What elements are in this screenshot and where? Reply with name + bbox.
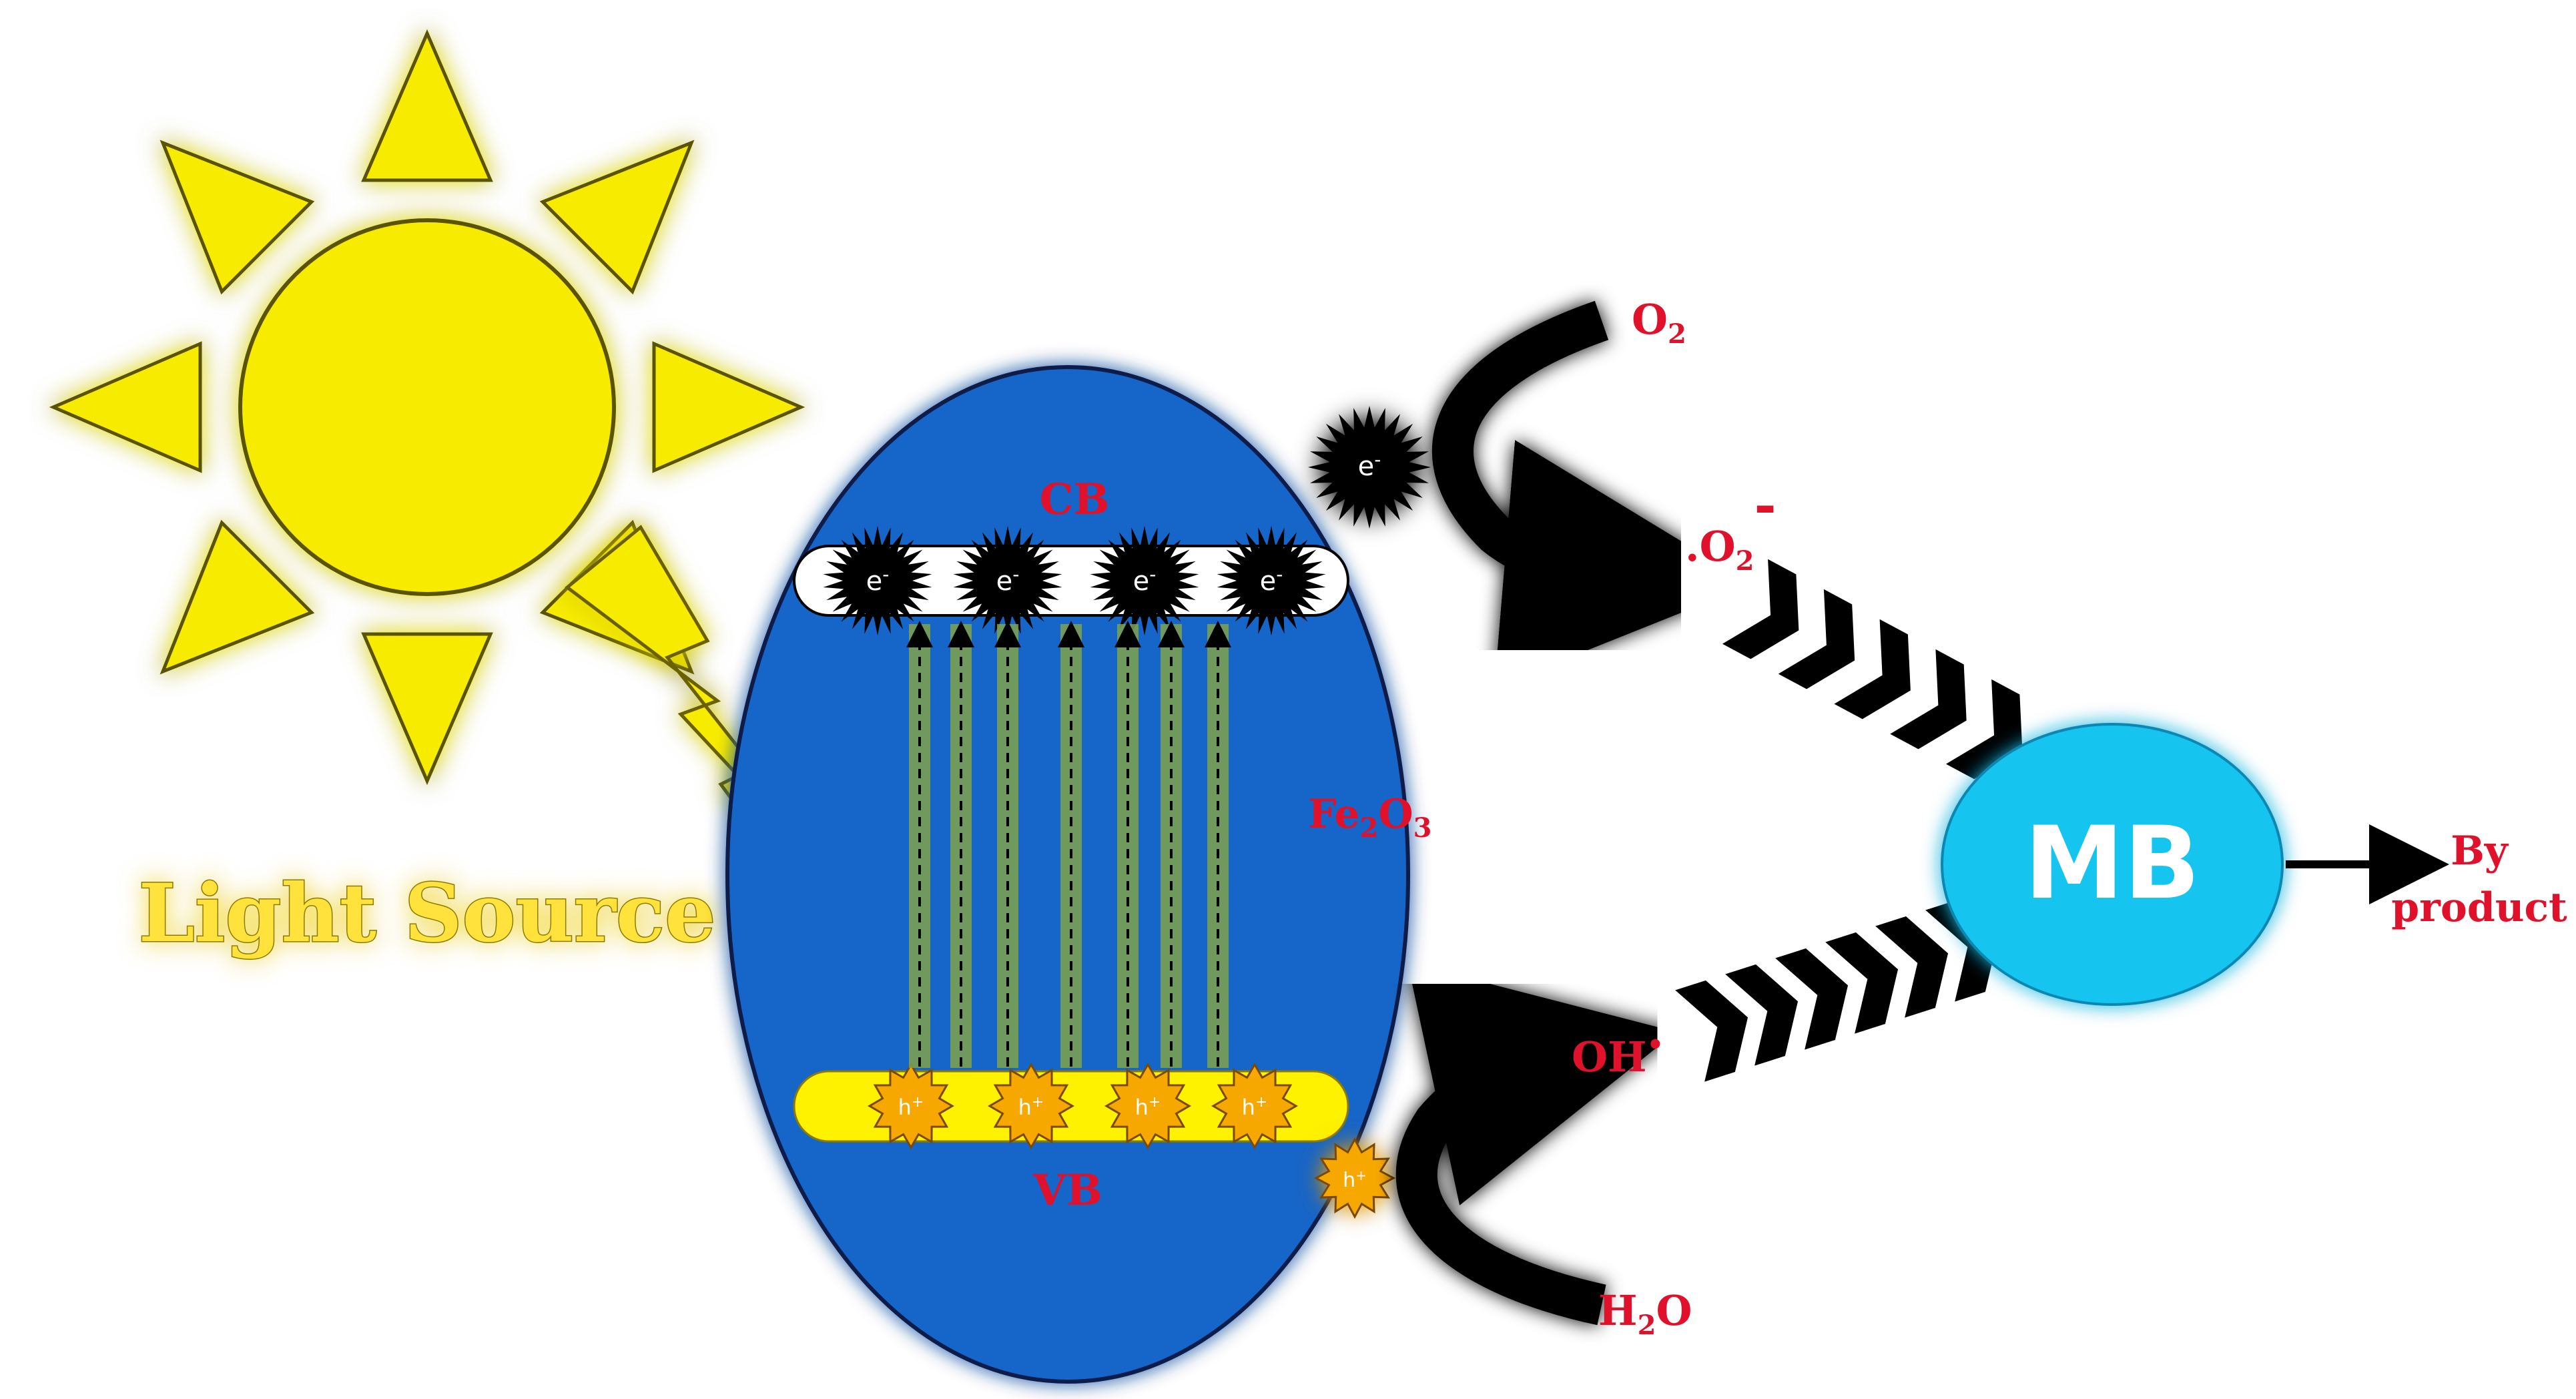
water-sub: 2 [1638,1310,1656,1341]
hole-star [1211,1063,1298,1149]
superoxide-label: .O2- [1685,473,1777,577]
chevron [1882,642,1971,754]
sun-ray [159,139,315,295]
electron-charge: - [1276,563,1283,585]
electron-label: e- [1260,563,1283,597]
electron-star [823,526,932,635]
water-label: H2O [1598,1286,1692,1341]
electron: e- [823,526,932,635]
water-oxidation-arrow [1395,962,1676,1326]
sun-disc [238,218,616,596]
electron-star [1090,526,1199,635]
mb-molecule [1941,723,2284,1006]
electron: e- [1217,526,1326,635]
vb-label: VB [1032,1165,1102,1215]
chevron [1717,960,1803,1072]
superoxide-sub: 2 [1736,545,1754,577]
hole-charge: + [912,1094,924,1111]
water-tail: O [1656,1286,1692,1335]
free-electron-base: e [1358,451,1375,482]
electron-charge: - [882,563,889,585]
sun-ray [652,341,806,473]
fe2o3-base: Fe [1308,791,1360,838]
hydroxyl-attack-chevrons [1667,896,2003,1088]
hole-charge: + [1032,1094,1044,1111]
water-base: H [1598,1286,1638,1335]
hole-charge: + [1149,1094,1161,1111]
o2-label: O2 [1632,295,1686,350]
chevron [1767,944,1853,1056]
mb-label: MB [2024,806,2200,922]
o2-base: O [1632,295,1668,344]
free-electron-star [1308,406,1431,529]
sun-ray [159,519,315,675]
free-hole-sup: + [1355,1167,1367,1183]
fe2o3-mid: O [1378,791,1413,838]
hydroxyl-label: OH• [1572,1029,1664,1081]
sun-ray [49,341,202,473]
excitation-arrows [906,621,1231,1068]
hole: h+ [988,1063,1074,1149]
hole: h+ [868,1063,954,1149]
o2-reduction-arrow [1432,300,1752,687]
sun-icon [49,29,806,786]
free-hole-base: h [1343,1169,1355,1192]
chevron [1714,552,1803,664]
free-electron-label: e- [1358,449,1381,482]
free-hole: h+ [1313,1137,1396,1219]
hole-label: h+ [1018,1094,1044,1120]
electron-star [953,526,1062,635]
hole-star [868,1063,954,1149]
electron-charge: - [1012,563,1019,585]
fe2o3-label: Fe2O3 [1308,791,1431,844]
light-source-label: Light Source [139,866,716,960]
hole-group: h+h+h+h+ [868,1063,1298,1149]
electron: e- [953,526,1062,635]
superoxide-prefix: . [1685,522,1700,571]
sun-ray [539,139,695,295]
electron-star [1217,526,1326,635]
by-product-label-line1: By [2451,828,2509,874]
sun-ray [361,632,493,786]
sun-rays [49,29,806,786]
hole-star [1104,1063,1191,1149]
electron: e- [1090,526,1199,635]
electron-group: e-e-e-e- [823,526,1326,635]
hole-star [988,1063,1074,1149]
hole: h+ [1211,1063,1298,1149]
hole-charge: + [1255,1094,1267,1111]
chevron [1770,582,1859,694]
free-hole-star [1313,1137,1396,1219]
superoxide-base: O [1700,522,1736,571]
chevron [1817,928,1903,1040]
chevron [1826,612,1915,724]
free-hole-label: h+ [1343,1167,1367,1192]
electron-charge: - [1149,563,1156,585]
superoxide-sup: - [1754,473,1776,536]
fe2o3-sub1: 2 [1360,812,1379,844]
free-electron-sup: - [1374,449,1381,471]
hydroxyl-base: OH [1572,1033,1647,1081]
o2-sub: 2 [1668,318,1686,350]
fe2o3-sub2: 3 [1413,812,1432,844]
chevron [1667,976,1752,1088]
by-product-label-line2: product [2391,884,2567,931]
cb-label: CB [1039,475,1109,525]
hole: h+ [1104,1063,1191,1149]
chevron [1867,912,1953,1024]
free-electron: e- [1308,406,1431,529]
sun-ray [361,29,493,182]
hydroxyl-sup: • [1647,1029,1664,1061]
conduction-band [793,545,1349,617]
